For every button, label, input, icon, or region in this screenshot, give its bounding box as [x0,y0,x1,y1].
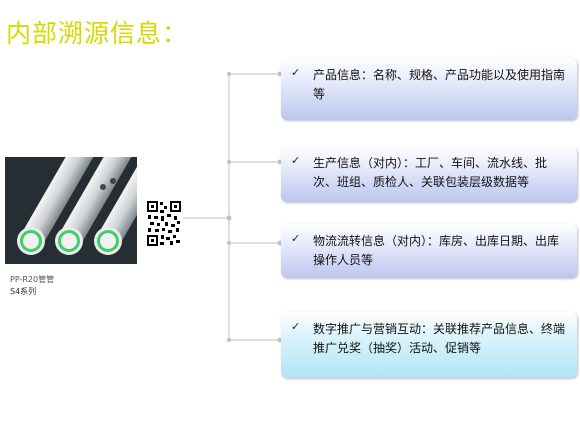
qr-code-icon [146,200,182,247]
check-icon: ✓ [291,232,301,245]
slide-title: 内部溯源信息： [6,19,189,48]
info-card-marketing: ✓ 数字推广与营销互动：关联推荐产品信息、终端推广兑奖（抽奖）活动、促销等 [281,312,577,378]
product-name: PP-R20管管 [10,275,55,284]
info-card-production: ✓ 生产信息（对内）：工厂、车间、流水线、批次、班组、质检人、关联包装层级数据等 [281,146,577,202]
info-card-product: ✓ 产品信息：名称、规格、产品功能以及使用指南等 [281,58,577,120]
check-icon: ✓ [291,66,301,79]
check-icon: ✓ [291,320,301,333]
pipe-product-photo [5,157,137,264]
info-card-text: 数字推广与营销互动：关联推荐产品信息、终端推广兑奖（抽奖）活动、促销等 [313,322,566,355]
info-card-text: 产品信息：名称、规格、产品功能以及使用指南等 [313,68,566,101]
product-series: S4系列 [10,287,37,296]
info-card-logistics: ✓ 物流流转信息（对内）：库房、出库日期、出库操作人员等 [281,224,577,278]
info-card-text: 生产信息（对内）：工厂、车间、流水线、批次、班组、质检人、关联包装层级数据等 [313,156,548,189]
info-card-text: 物流流转信息（对内）：库房、出库日期、出库操作人员等 [313,234,560,267]
check-icon: ✓ [291,154,301,167]
